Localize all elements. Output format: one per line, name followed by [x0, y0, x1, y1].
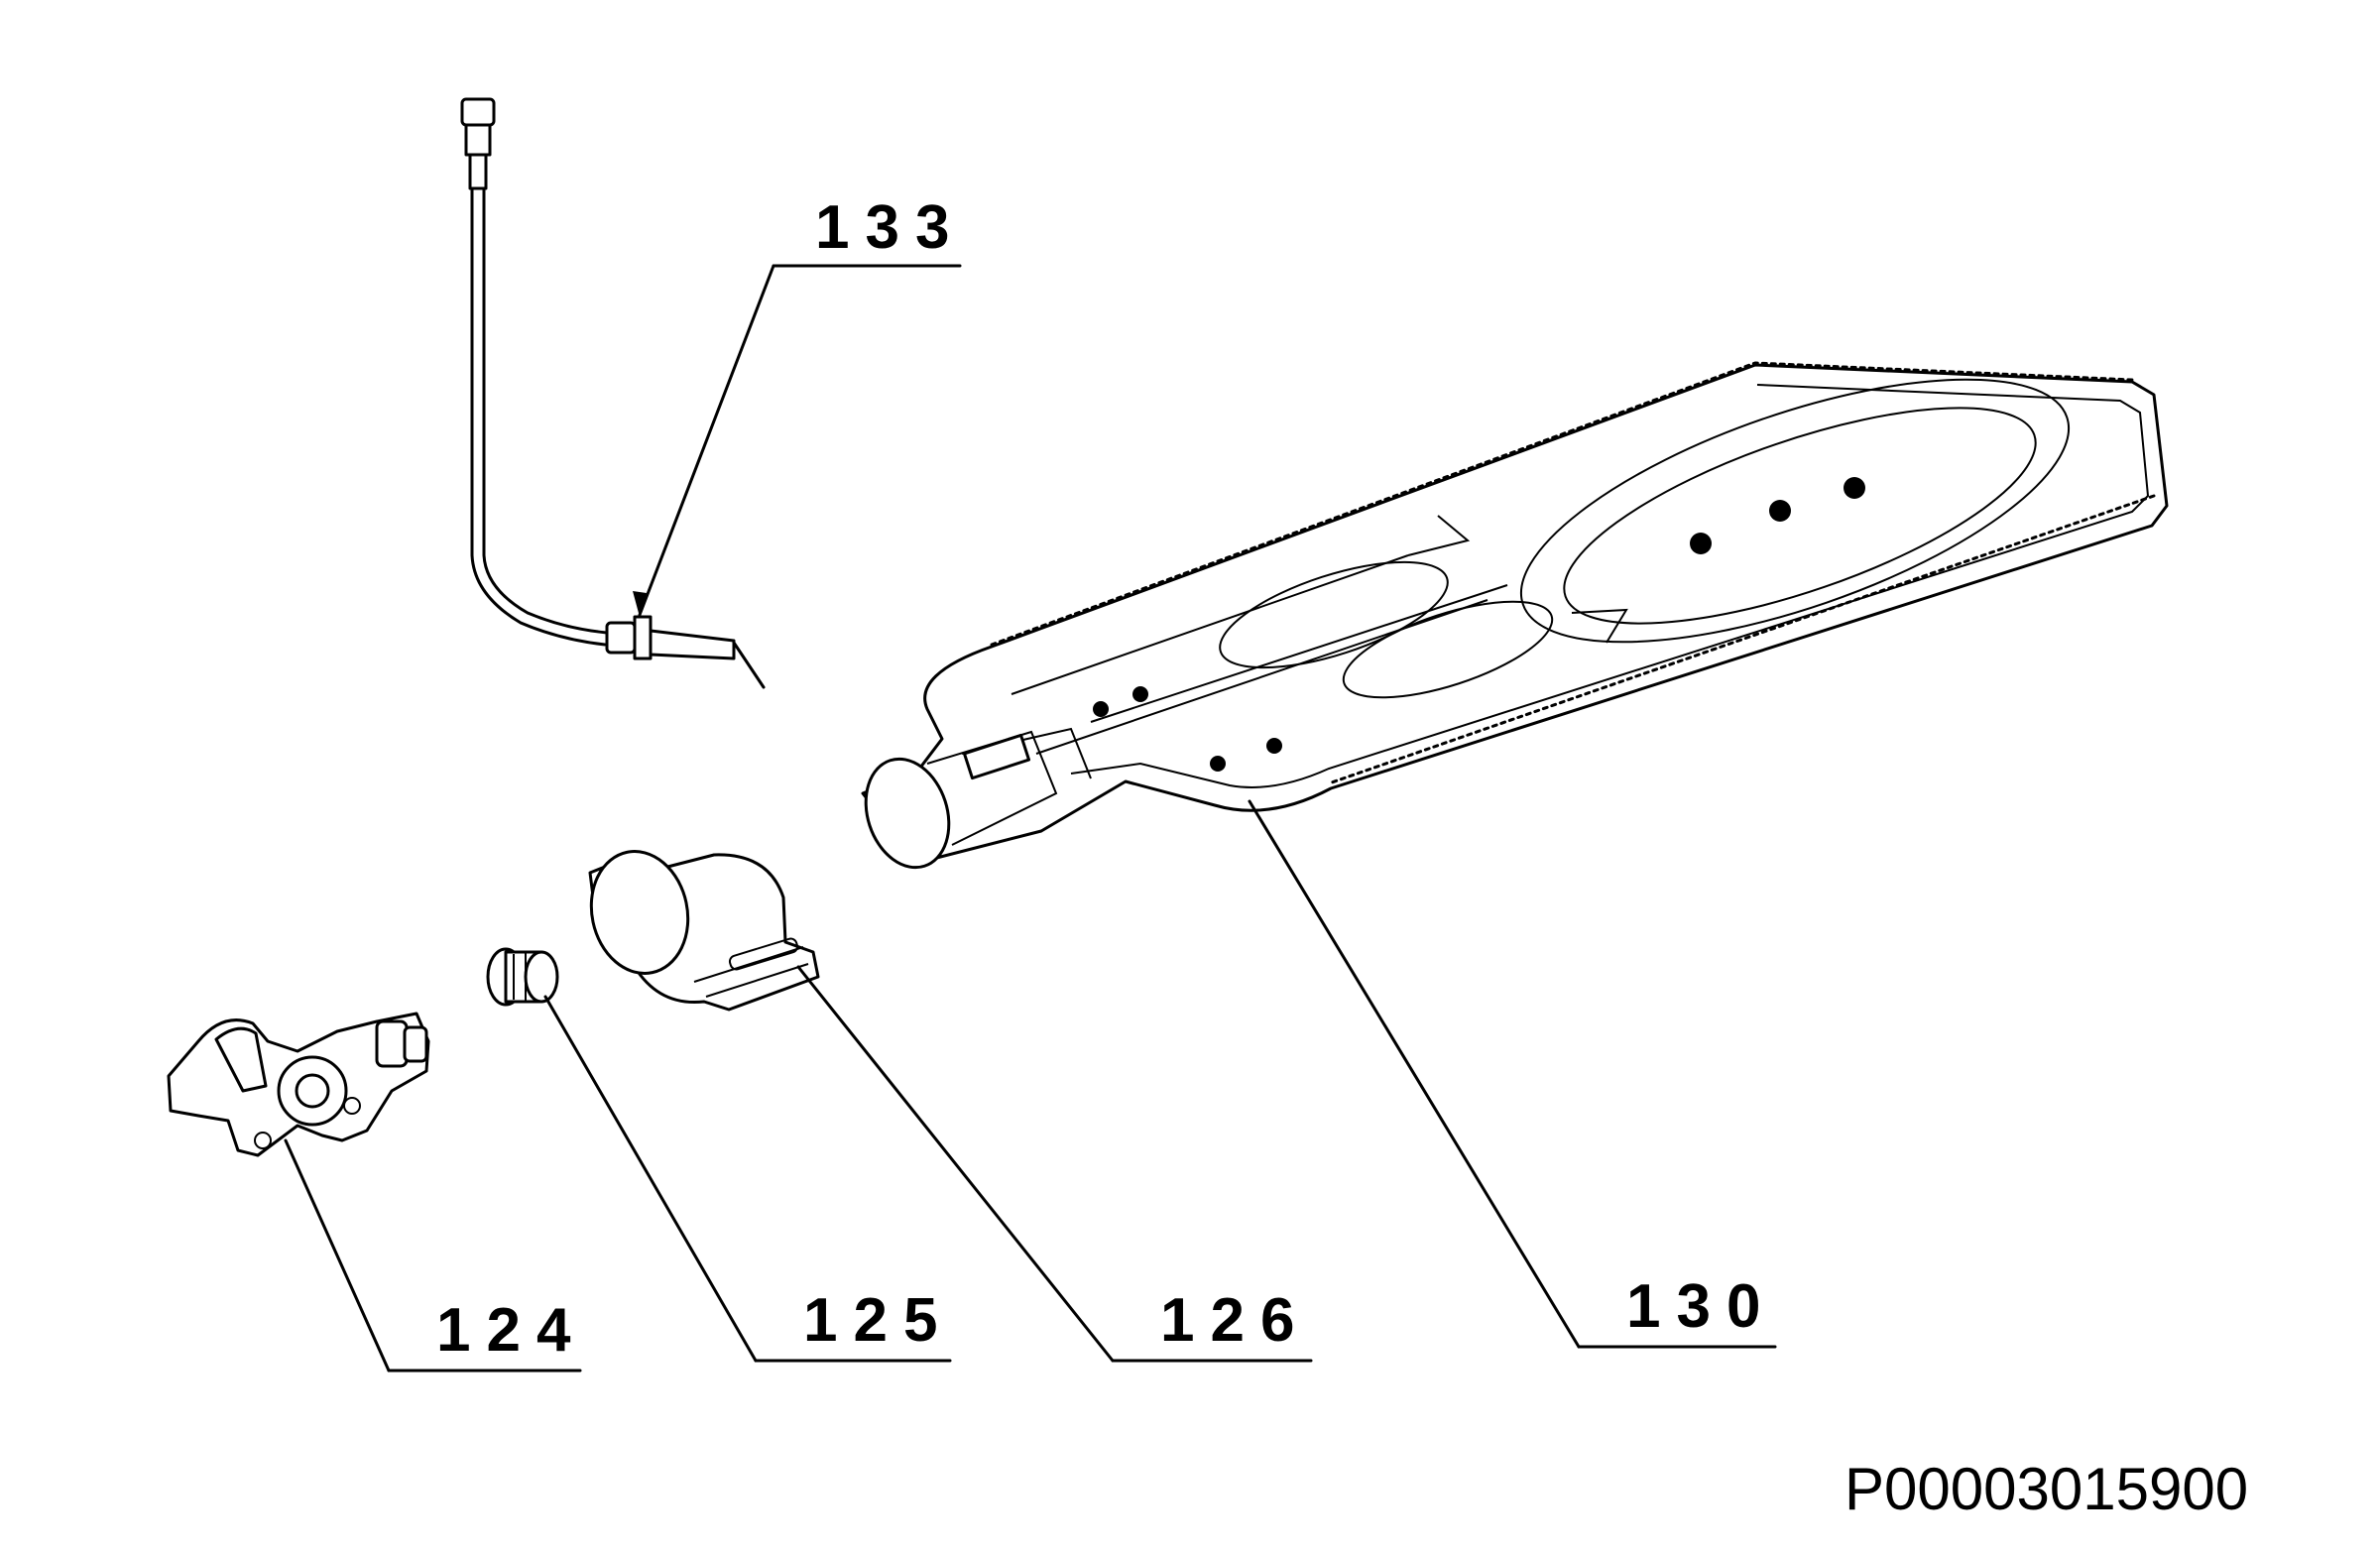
callout-130: 130 — [1248, 799, 1777, 1349]
part-bracket-clip — [588, 850, 820, 1012]
callout-label-125: 125 — [803, 1286, 953, 1355]
part-burner — [861, 361, 2169, 870]
callout-label-124: 124 — [436, 1296, 586, 1365]
callout-125: 125 — [543, 995, 953, 1363]
callout-124: 124 — [284, 1138, 586, 1373]
callout-label-130: 130 — [1626, 1272, 1776, 1341]
part-valve-holder — [167, 1012, 430, 1157]
drawing-code: P00003015900 — [1844, 1456, 2248, 1522]
callout-label-133: 133 — [815, 193, 965, 262]
callout-label-126: 126 — [1160, 1286, 1310, 1355]
callout-126: 126 — [796, 965, 1313, 1363]
callout-133: 133 — [633, 193, 965, 617]
part-thermocouple — [460, 97, 766, 689]
part-injector-nozzle — [486, 947, 559, 1007]
